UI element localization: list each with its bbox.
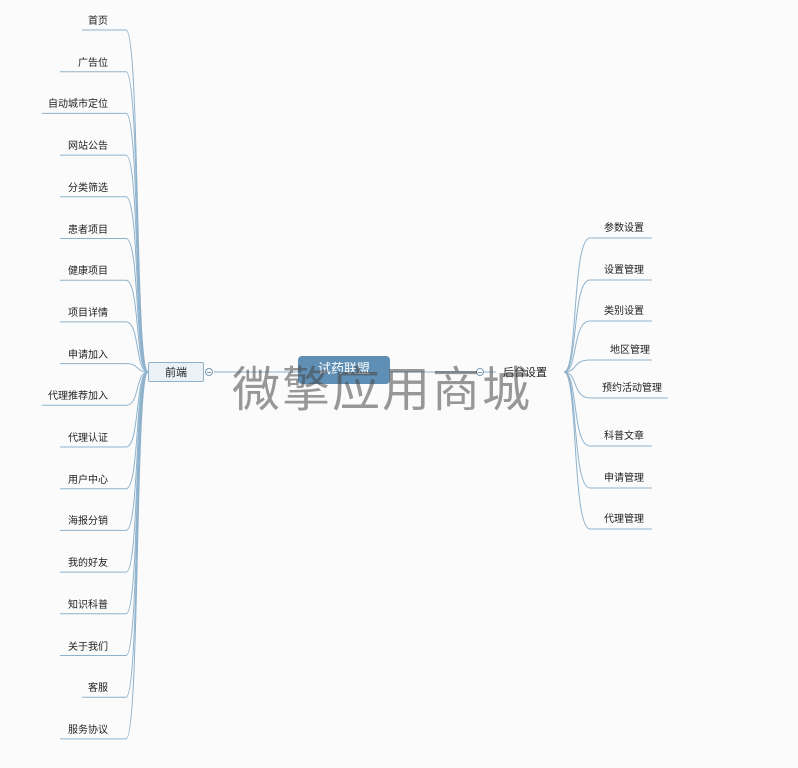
leaf-node-frontend[interactable]: 患者项目 bbox=[68, 224, 108, 236]
leaf-connector bbox=[125, 279, 149, 373]
leaf-node-frontend[interactable]: 海报分销 bbox=[68, 516, 108, 528]
leaf-node-frontend[interactable]: 申请加入 bbox=[68, 349, 108, 361]
leaf-node-backend[interactable]: 设置管理 bbox=[604, 265, 644, 276]
leaf-node-frontend[interactable]: 广告位 bbox=[78, 57, 108, 69]
leaf-node-backend[interactable]: 预约活动管理 bbox=[602, 383, 662, 394]
root-node[interactable]: 试药联盟 bbox=[298, 356, 390, 384]
leaf-connector bbox=[563, 371, 591, 447]
leaf-connector bbox=[563, 237, 591, 373]
leaf-node-frontend[interactable]: 客服 bbox=[88, 683, 108, 695]
branch-node-backend[interactable]: 后台设置 bbox=[503, 366, 547, 379]
leaf-node-backend[interactable]: 申请管理 bbox=[604, 473, 644, 484]
leaf-node-frontend[interactable]: 网站公告 bbox=[68, 141, 108, 153]
leaf-node-frontend[interactable]: 健康项目 bbox=[68, 266, 108, 278]
leaf-node-frontend[interactable]: 关于我们 bbox=[68, 641, 108, 653]
leaf-node-frontend[interactable]: 代理认证 bbox=[68, 433, 108, 444]
leaf-node-frontend[interactable]: 自动城市定位 bbox=[48, 99, 108, 111]
leaf-connector bbox=[563, 279, 591, 373]
leaf-node-backend[interactable]: 类别设置 bbox=[604, 306, 644, 317]
leaf-connector bbox=[125, 238, 149, 373]
leaf-node-frontend[interactable]: 服务协议 bbox=[68, 724, 108, 736]
leaf-connector bbox=[563, 320, 591, 373]
leaf-node-backend[interactable]: 科普文章 bbox=[604, 431, 644, 442]
leaf-connector bbox=[125, 321, 149, 373]
leaf-connector bbox=[125, 371, 149, 740]
leaf-node-frontend[interactable]: 代理推荐加入 bbox=[48, 391, 108, 403]
leaf-connector bbox=[563, 359, 591, 373]
leaf-node-frontend[interactable]: 我的好友 bbox=[68, 558, 108, 570]
leaf-node-backend[interactable]: 代理管理 bbox=[604, 514, 644, 525]
branch-node-frontend[interactable]: 前端 bbox=[148, 362, 204, 382]
leaf-node-frontend[interactable]: 分类筛选 bbox=[68, 182, 108, 194]
leaf-node-frontend[interactable]: 知识科普 bbox=[68, 599, 108, 611]
leaf-node-frontend[interactable]: 用户中心 bbox=[68, 474, 108, 486]
leaf-node-backend[interactable]: 地区管理 bbox=[610, 345, 650, 356]
leaf-connector bbox=[563, 371, 591, 530]
collapse-toggle-frontend[interactable] bbox=[205, 368, 213, 376]
leaf-connector bbox=[125, 371, 149, 448]
leaf-connector bbox=[125, 196, 149, 373]
leaf-node-backend[interactable]: 参数设置 bbox=[604, 223, 644, 234]
leaf-node-frontend[interactable]: 首页 bbox=[88, 16, 108, 27]
leaf-node-frontend[interactable]: 项目详情 bbox=[68, 307, 108, 319]
collapse-toggle-backend[interactable] bbox=[476, 368, 484, 376]
leaf-connector bbox=[125, 363, 149, 373]
